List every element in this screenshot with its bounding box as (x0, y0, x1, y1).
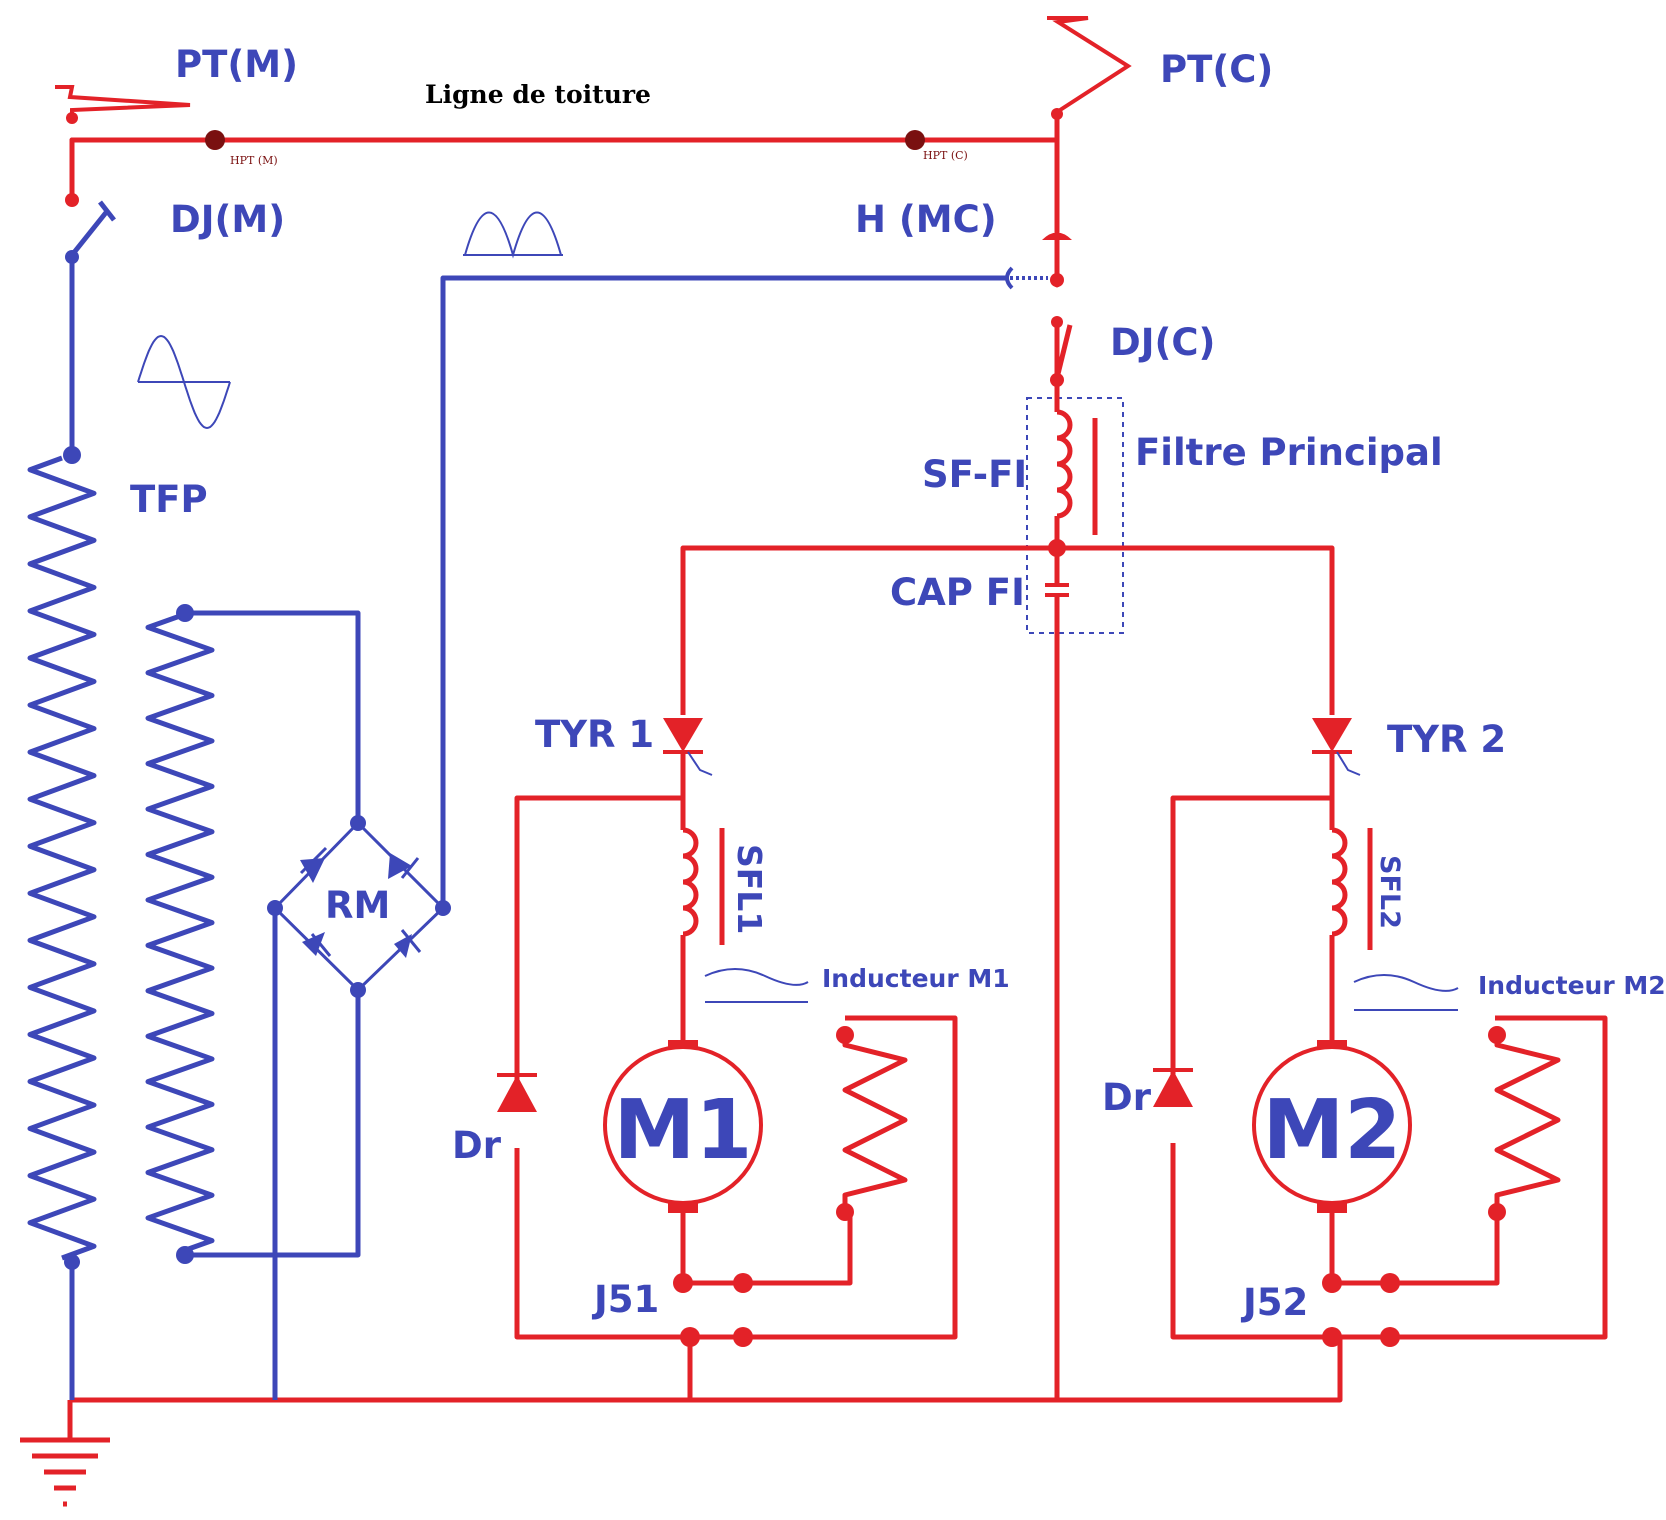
ground-icon (20, 1437, 110, 1507)
label-motor-m1: M1 (614, 1083, 753, 1178)
label-inductor-m2: Inducteur M2 (1478, 971, 1666, 1000)
rm-feeder-connector-icon (1005, 266, 1048, 290)
pantograph-c-icon (1047, 16, 1132, 120)
j51-terminal-dot (673, 1273, 693, 1293)
j52-terminal-dot (1322, 1273, 1342, 1293)
motor-m2-icon (1252, 1040, 1412, 1213)
label-dr-m1: Dr (452, 1124, 502, 1167)
transformer-wiring (69, 260, 1008, 1400)
label-roof-line: Ligne de toiture (425, 80, 651, 109)
field-waveform-m1-icon (704, 968, 809, 1003)
label-sf-fi: SF-FI (922, 453, 1027, 496)
rectified-wave-icon (463, 211, 563, 259)
label-main-filter: Filtre Principal (1135, 431, 1443, 474)
breaker-dj-c-icon (1050, 316, 1073, 387)
field-winding-m1-icon (836, 1026, 908, 1221)
label-inductor-m1: Inducteur M1 (822, 964, 1010, 993)
label-tyr1: TYR 1 (535, 713, 654, 756)
motor-branch-1 (497, 718, 958, 1347)
label-dj-m: DJ(M) (170, 198, 285, 241)
motor-m1-icon (603, 1040, 763, 1213)
label-hpt-m: HPT (M) (230, 154, 278, 167)
j51-terminal-dot (680, 1327, 700, 1347)
primary-winding-tfp-icon (27, 446, 97, 1270)
label-sfl1: SFL1 (730, 844, 769, 934)
label-hpt-c: HPT (C) (923, 149, 968, 162)
sf-fi-inductor-icon (1054, 380, 1098, 548)
motor-branch-2 (1153, 718, 1608, 1347)
ac-sine-wave-icon (137, 334, 231, 430)
cap-fi-capacitor-icon (1045, 583, 1069, 597)
main-filter-box (1026, 397, 1124, 634)
field-waveform-m2-icon (1353, 974, 1459, 1011)
thyristor-tyr1-icon (663, 718, 713, 776)
label-cap-fi: CAP FI (890, 571, 1025, 614)
filter-junction-dot (1048, 539, 1066, 557)
diode-dr-m1-icon (497, 1073, 537, 1112)
j51-terminal-dot (733, 1327, 753, 1347)
label-motor-m2: M2 (1263, 1083, 1402, 1178)
pantograph-m-icon (55, 85, 191, 124)
thyristor-tyr2-icon (1312, 718, 1361, 776)
roof-junction-hpt-m (205, 130, 225, 150)
label-j51: J51 (591, 1278, 659, 1321)
label-sfl2: SFL2 (1374, 855, 1405, 929)
label-tyr2: TYR 2 (1387, 718, 1506, 761)
diode-dr-m2-icon (1153, 1068, 1193, 1107)
rectifier-bridge-rm-icon (267, 815, 451, 998)
label-rm: RM (325, 884, 390, 927)
label-j52: J52 (1240, 1281, 1308, 1324)
label-pt-m: PT(M) (175, 43, 298, 86)
ground-bus (67, 1338, 1343, 1440)
j52-terminal-dot (1380, 1327, 1400, 1347)
secondary-winding-icon (145, 604, 215, 1264)
roof-junction-hpt-c (905, 130, 925, 150)
j52-terminal-dot (1322, 1327, 1342, 1347)
j51-terminal-dot (733, 1273, 753, 1293)
label-h-mc: H (MC) (855, 198, 997, 241)
label-dj-c: DJ(C) (1110, 321, 1215, 364)
selector-h-mc-icon (1042, 232, 1072, 287)
breaker-dj-m-icon (65, 193, 116, 264)
roof-line-wiring (69, 117, 1060, 380)
j52-terminal-dot (1380, 1273, 1400, 1293)
sfl1-smoothing-inductor-icon (682, 827, 725, 945)
label-dr-m2: Dr (1102, 1076, 1152, 1119)
sfl2-smoothing-inductor-icon (1331, 827, 1373, 950)
label-tfp: TFP (130, 478, 208, 521)
label-pt-c: PT(C) (1160, 48, 1273, 91)
field-winding-m2-icon (1488, 1026, 1561, 1221)
